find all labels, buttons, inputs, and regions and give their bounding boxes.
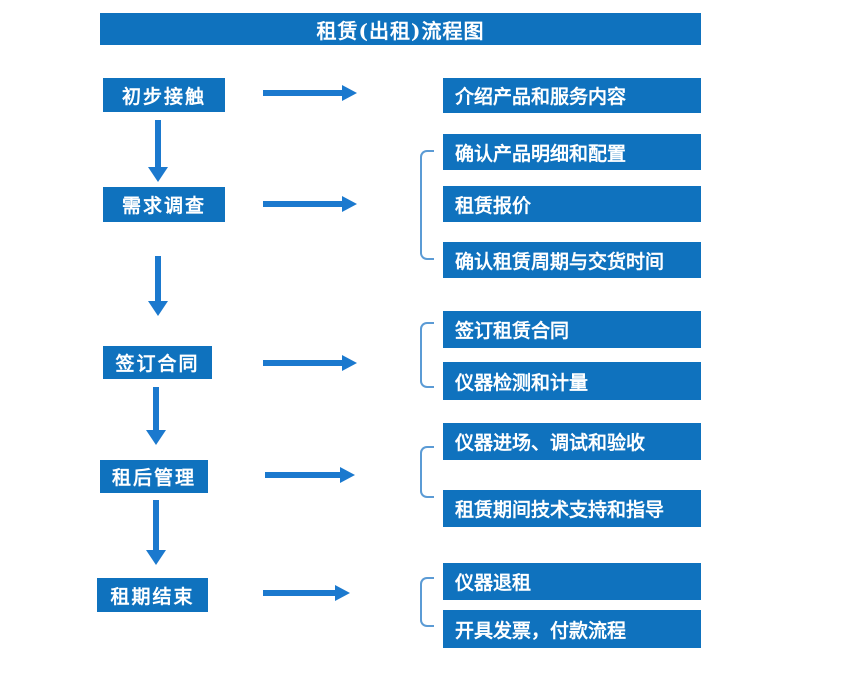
group-bracket: [420, 322, 434, 388]
right-arrow-icon: [263, 355, 357, 371]
detail-box: 确认租赁周期与交货时间: [443, 242, 701, 278]
detail-box: 确认产品明细和配置: [443, 134, 701, 170]
step-box-demand-survey: 需求调查: [103, 187, 225, 222]
arrow-head: [342, 355, 357, 371]
group-bracket: [420, 150, 434, 260]
arrow-shaft: [153, 500, 159, 552]
arrow-head: [148, 301, 168, 316]
down-arrow-icon: [148, 120, 168, 182]
flow-title: 租赁(出租)流程图: [100, 13, 701, 45]
detail-box: 租赁期间技术支持和指导: [443, 490, 701, 527]
arrow-head: [342, 85, 357, 101]
right-arrow-icon: [265, 467, 355, 483]
arrow-shaft: [263, 201, 344, 207]
detail-box: 租赁报价: [443, 186, 701, 222]
step-box-contract-signing: 签订合同: [103, 346, 212, 379]
group-bracket: [420, 577, 434, 627]
detail-box: 开具发票，付款流程: [443, 610, 701, 648]
down-arrow-icon: [146, 387, 166, 445]
arrow-shaft: [263, 90, 344, 96]
right-arrow-icon: [263, 585, 350, 601]
right-arrow-icon: [263, 85, 357, 101]
arrow-shaft: [263, 360, 344, 366]
detail-box: 签订租赁合同: [443, 311, 701, 348]
down-arrow-icon: [146, 500, 166, 565]
arrow-head: [340, 467, 355, 483]
arrow-head: [146, 430, 166, 445]
detail-box: 仪器进场、调试和验收: [443, 423, 701, 460]
group-bracket: [420, 446, 434, 498]
detail-box: 介绍产品和服务内容: [443, 78, 701, 113]
step-box-post-rental-management: 租后管理: [100, 460, 208, 493]
detail-box: 仪器检测和计量: [443, 362, 701, 400]
arrow-shaft: [155, 120, 161, 169]
step-box-lease-end: 租期结束: [97, 578, 208, 612]
detail-box: 仪器退租: [443, 563, 701, 600]
arrow-shaft: [155, 256, 161, 303]
step-box-initial-contact: 初步接触: [103, 78, 225, 112]
arrow-shaft: [153, 387, 159, 432]
arrow-head: [148, 167, 168, 182]
right-arrow-icon: [263, 196, 357, 212]
arrow-shaft: [265, 472, 342, 478]
arrow-head: [342, 196, 357, 212]
arrow-shaft: [263, 590, 337, 596]
arrow-head: [146, 550, 166, 565]
arrow-head: [335, 585, 350, 601]
down-arrow-icon: [148, 256, 168, 316]
